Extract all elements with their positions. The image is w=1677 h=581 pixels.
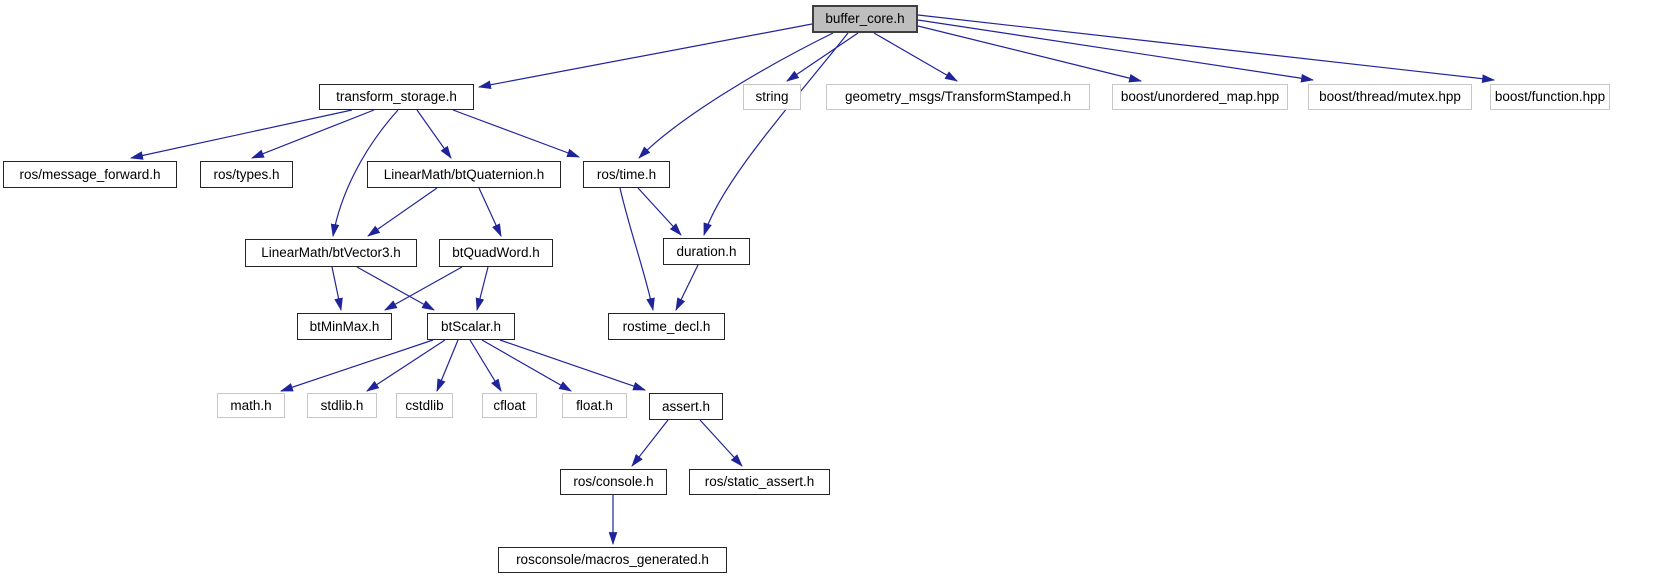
node-ros_message_forward[interactable]: ros/message_forward.h [3, 161, 177, 188]
node-ros_types[interactable]: ros/types.h [200, 161, 293, 188]
edge-transform_storage-to-ros_types [250, 109, 375, 159]
edge-bt_quadword-to-bt_minmax [384, 266, 463, 311]
node-cfloat: cfloat [482, 393, 537, 418]
node-assert_h[interactable]: assert.h [649, 393, 723, 420]
node-float_h: float.h [562, 393, 627, 418]
edge-buffer_core-to-ros_time [638, 32, 834, 159]
edge-bt_scalar-to-stdlib_h [366, 339, 446, 392]
node-bt_scalar[interactable]: btScalar.h [427, 313, 515, 340]
node-cstdlib: cstdlib [396, 393, 453, 418]
edge-transform_storage-to-bt_vector3 [330, 109, 399, 238]
edge-transform_storage-to-bt_quaternion [416, 109, 452, 159]
node-string: string [743, 84, 801, 110]
node-bt_minmax[interactable]: btMinMax.h [297, 313, 392, 340]
node-boost_thread_mutex: boost/thread/mutex.hpp [1308, 84, 1472, 110]
edge-bt_vector3-to-bt_minmax [331, 266, 343, 312]
edge-bt_quaternion-to-bt_quadword [478, 187, 502, 237]
edge-ros_time-to-rostime_decl [619, 187, 655, 312]
edge-bt_scalar-to-cfloat [469, 339, 502, 392]
edge-assert_h-to-ros_console [631, 419, 669, 467]
edge-assert_h-to-ros_static_assert [699, 419, 743, 467]
edge-buffer_core-to-boost_thread_mutex [917, 19, 1315, 83]
node-ros_console[interactable]: ros/console.h [560, 469, 667, 495]
node-bt_quaternion[interactable]: LinearMath/btQuaternion.h [367, 161, 561, 188]
edge-buffer_core-to-geometry_msgs_transformstamped [873, 32, 958, 82]
edge-transform_storage-to-ros_time [452, 109, 581, 158]
edge-buffer_core-to-boost_unordered_map [917, 25, 1143, 83]
node-geometry_msgs_transformstamped: geometry_msgs/TransformStamped.h [826, 84, 1090, 110]
node-buffer_core: buffer_core.h [812, 5, 918, 33]
node-duration[interactable]: duration.h [663, 238, 750, 265]
node-boost_unordered_map: boost/unordered_map.hpp [1112, 84, 1288, 110]
node-ros_time[interactable]: ros/time.h [583, 161, 670, 188]
edge-bt_scalar-to-cstdlib [436, 339, 459, 393]
node-bt_vector3[interactable]: LinearMath/btVector3.h [245, 239, 417, 267]
node-transform_storage[interactable]: transform_storage.h [319, 84, 474, 110]
edge-bt_scalar-to-math_h [279, 339, 434, 392]
node-stdlib_h: stdlib.h [307, 393, 377, 418]
edge-bt_quaternion-to-bt_vector3 [367, 187, 438, 237]
edge-bt_quadword-to-bt_scalar [475, 266, 489, 312]
edge-bt_scalar-to-assert_h [499, 339, 647, 391]
edge-duration-to-rostime_decl [675, 264, 699, 311]
node-bt_quadword[interactable]: btQuadWord.h [439, 239, 553, 267]
edge-buffer_core-to-transform_storage [477, 23, 813, 90]
edge-ros_time-to-duration [637, 187, 682, 236]
edge-buffer_core-to-string [786, 32, 859, 82]
edge-bt_scalar-to-float_h [481, 339, 572, 392]
edge-buffer_core-to-duration [703, 32, 849, 237]
edge-transform_storage-to-ros_message_forward [129, 109, 353, 160]
edge-bt_vector3-to-bt_scalar [356, 266, 435, 311]
node-ros_static_assert[interactable]: ros/static_assert.h [689, 469, 830, 495]
node-boost_function: boost/function.hpp [1490, 84, 1610, 110]
node-rosconsole_macros[interactable]: rosconsole/macros_generated.h [498, 547, 727, 573]
edge-buffer_core-to-boost_function [917, 14, 1496, 83]
node-rostime_decl[interactable]: rostime_decl.h [608, 313, 725, 340]
node-math_h: math.h [217, 393, 285, 418]
